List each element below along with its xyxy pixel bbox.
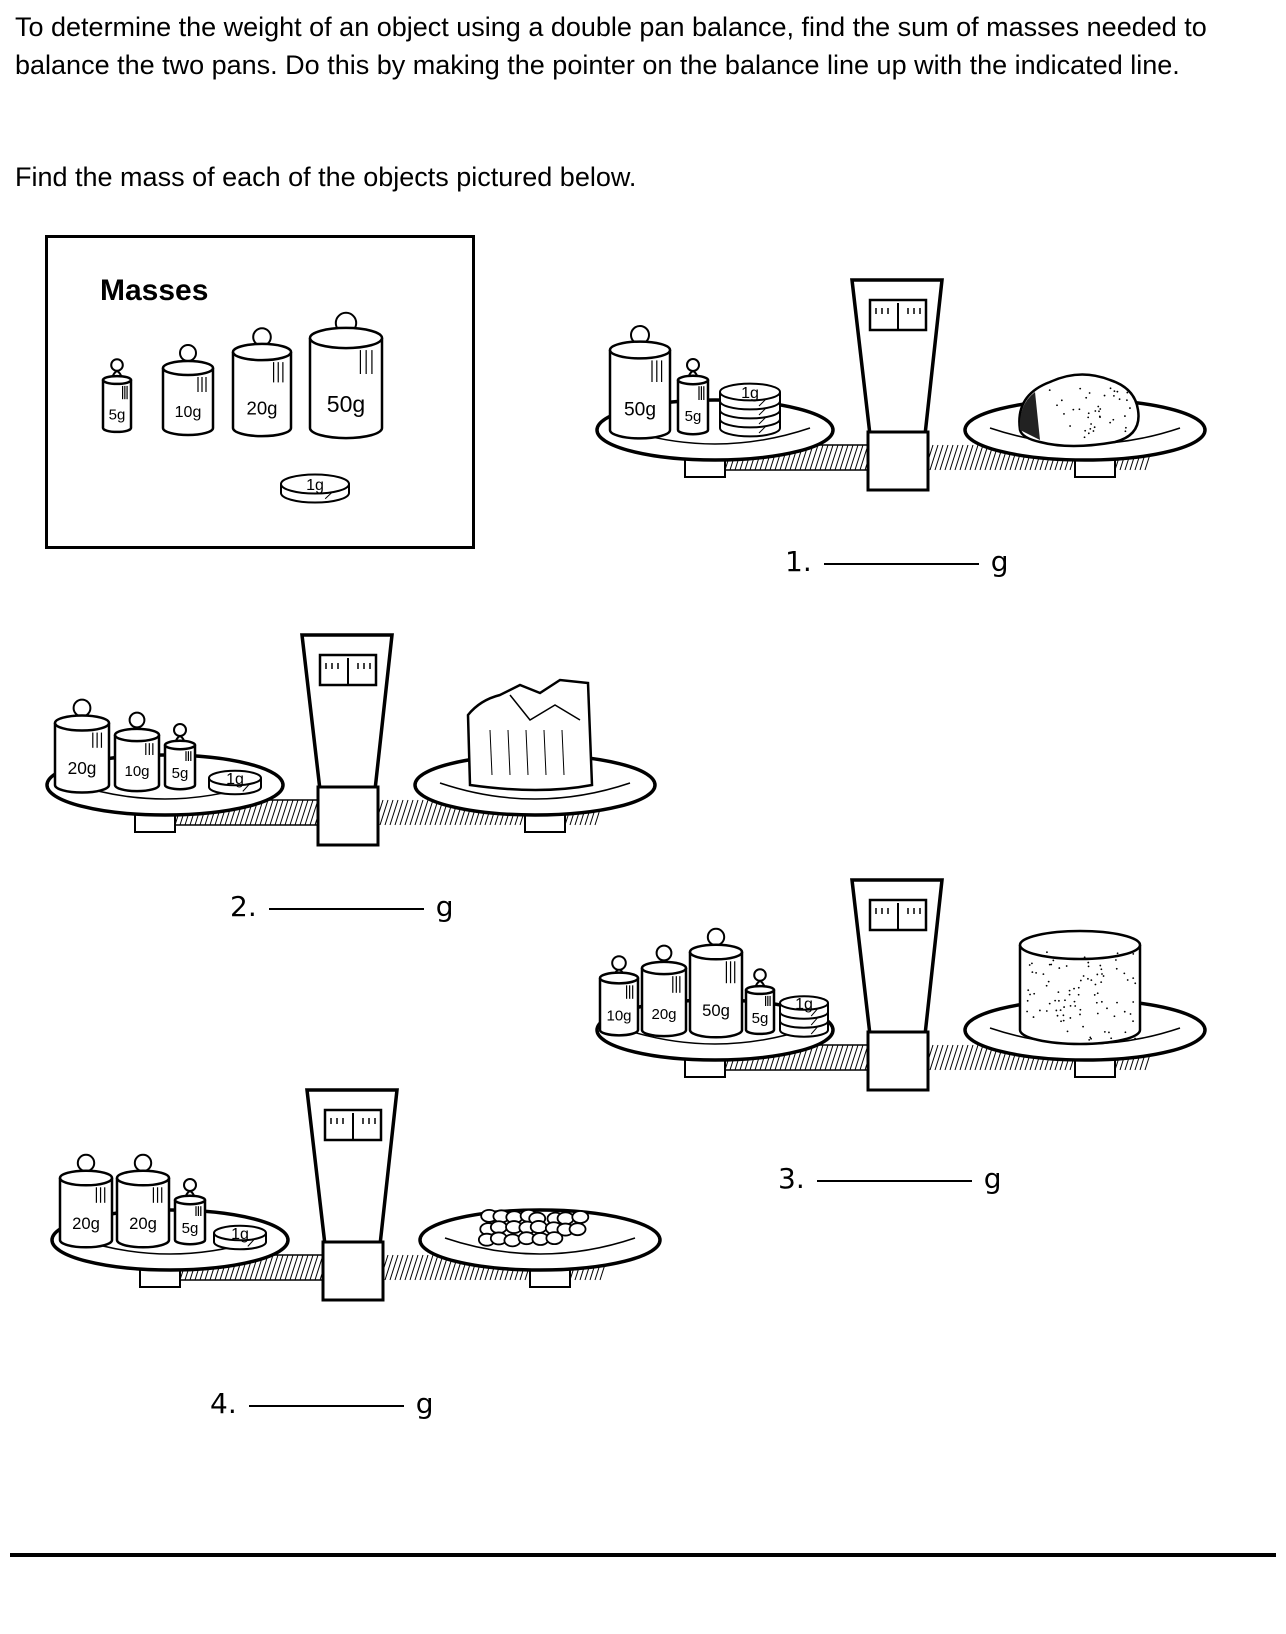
weight-label: 5g	[182, 1220, 199, 1237]
mass-weight: 20g	[233, 328, 291, 436]
weight-label: 5g	[752, 1010, 769, 1027]
mass-weight: 10g	[115, 713, 159, 792]
weight-label: 50g	[327, 391, 365, 417]
answer-4: 4. g	[210, 1387, 434, 1420]
weight-label: 20g	[651, 1006, 676, 1023]
problem-number: 3.	[778, 1162, 805, 1195]
unit-label: g	[436, 890, 454, 923]
disc-label: 1g	[306, 477, 324, 494]
double-pan-balance: 20g 20g 5g 1g	[45, 1080, 670, 1310]
mass-weight: 20g	[117, 1155, 169, 1247]
balance-problem-4: 20g 20g 5g 1g	[45, 1080, 670, 1314]
task-instruction: Find the mass of each of the objects pic…	[15, 162, 636, 193]
disc-stack: 1g	[214, 1226, 266, 1250]
weight-label: 5g	[109, 406, 126, 423]
mass-weight: 5g	[746, 969, 774, 1034]
answer-1: 1. g	[785, 545, 1009, 578]
disc-stack: 1g	[780, 996, 828, 1037]
unit-label: g	[991, 545, 1009, 578]
problem-number: 4.	[210, 1387, 237, 1420]
answer-blank-4[interactable]	[249, 1404, 404, 1407]
bottom-rule	[10, 1553, 1276, 1557]
rock-object	[1019, 374, 1138, 446]
mass-weight: 20g	[642, 946, 686, 1037]
instructions: To determine the weight of an object usi…	[15, 8, 1265, 84]
double-pan-balance: 20g 10g 5g 1g	[40, 625, 665, 855]
answer-blank-3[interactable]	[817, 1179, 972, 1182]
weight-label: 5g	[172, 765, 189, 782]
mass-weight: 5g	[678, 359, 708, 434]
balance-problem-1: 50g 5g 1g	[590, 270, 1215, 504]
disc-stack: 1g	[281, 474, 349, 502]
unit-label: g	[416, 1387, 434, 1420]
weight-label: 10g	[175, 404, 202, 421]
weight-label: 20g	[247, 397, 278, 418]
mass-weight: 10g	[600, 956, 638, 1035]
crumpled-paper-object	[468, 680, 592, 790]
weight-label: 20g	[72, 1214, 100, 1233]
weight-label: 20g	[129, 1214, 157, 1233]
weight-label: 5g	[685, 408, 702, 425]
pointer-dial	[320, 655, 376, 685]
unit-label: g	[984, 1162, 1002, 1195]
weight-label: 10g	[606, 1008, 631, 1025]
disc-label: 1g	[741, 385, 759, 402]
answer-blank-1[interactable]	[824, 562, 979, 565]
mass-weight: 20g	[55, 700, 109, 793]
answer-2: 2. g	[230, 890, 454, 923]
problem-number: 1.	[785, 545, 812, 578]
double-pan-balance: 50g 5g 1g	[590, 270, 1215, 500]
weight-label: 20g	[68, 758, 97, 778]
weight-label: 50g	[702, 1001, 730, 1020]
masses-reference-box: 5g 10g 20g 50g 1g Masses	[45, 235, 475, 549]
pointer-dial	[870, 300, 926, 330]
mass-weight: 10g	[163, 345, 213, 435]
disc-stack: 1g	[720, 384, 780, 437]
mass-weight: 5g	[103, 359, 131, 432]
weight-label: 50g	[624, 400, 656, 421]
mass-weight: 50g	[610, 326, 670, 438]
container-of-sand-object	[1020, 931, 1140, 1044]
masses-title: Masses	[100, 274, 208, 308]
disc-label: 1g	[231, 1226, 249, 1243]
pointer-dial	[325, 1110, 381, 1140]
mass-weight: 5g	[175, 1179, 205, 1244]
disc-label: 1g	[795, 996, 813, 1013]
disc-stack: 1g	[209, 771, 261, 795]
problem-number: 2.	[230, 890, 257, 923]
answer-blank-2[interactable]	[269, 907, 424, 910]
mass-weight: 50g	[690, 929, 742, 1037]
instructions-paragraph: To determine the weight of an object usi…	[15, 8, 1265, 84]
balance-problem-2: 20g 10g 5g 1g	[40, 625, 665, 859]
double-pan-balance: 10g 20g 50g 5g 1g	[590, 870, 1215, 1100]
disc-label: 1g	[226, 771, 244, 788]
mass-weight: 5g	[165, 724, 195, 789]
mass-weight: 20g	[60, 1155, 112, 1247]
balance-problem-3: 10g 20g 50g 5g 1g	[590, 870, 1215, 1104]
weight-label: 10g	[124, 763, 149, 780]
answer-3: 3. g	[778, 1162, 1002, 1195]
mass-weight: 50g	[310, 313, 382, 438]
pointer-dial	[870, 900, 926, 930]
